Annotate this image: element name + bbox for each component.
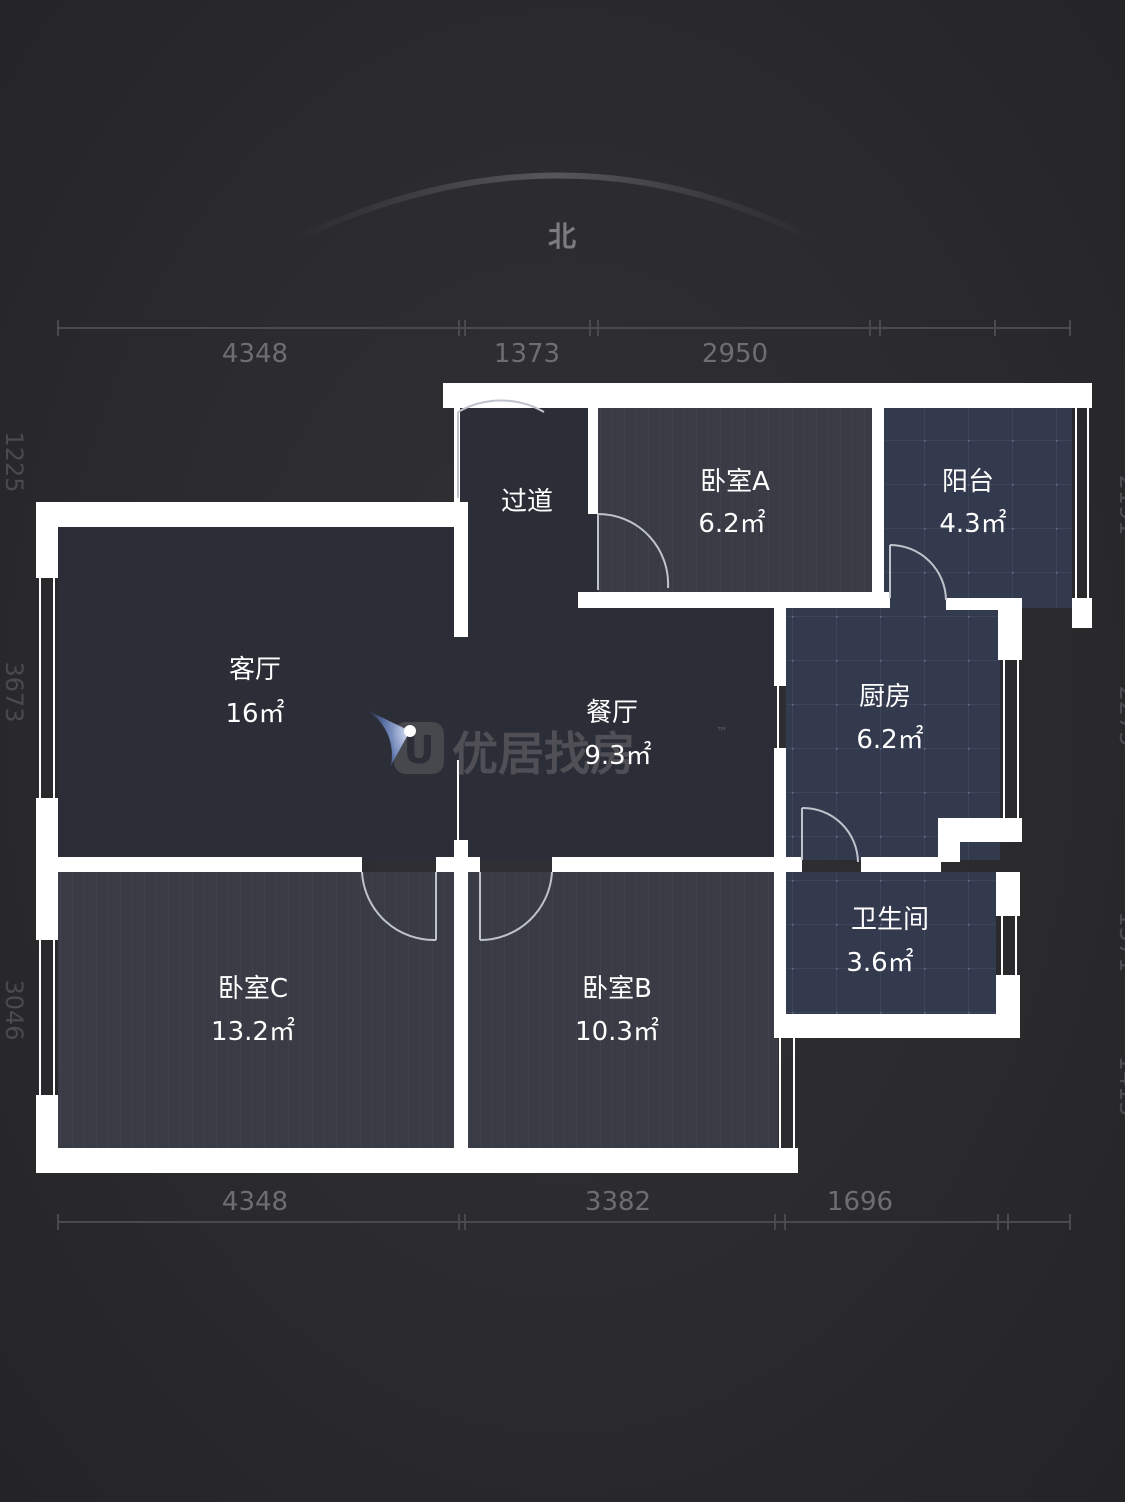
right-dimension-4: 1415 bbox=[1114, 1055, 1125, 1116]
room-name-living-room: 客厅 bbox=[229, 655, 281, 685]
bathroom-floor bbox=[786, 872, 996, 1014]
room-name-balcony: 阳台 bbox=[942, 467, 994, 497]
room-area-bedroom-c: 13.2㎡ bbox=[211, 1017, 295, 1047]
right-dimension-3: 1571 bbox=[1114, 911, 1125, 972]
windows bbox=[39, 408, 1089, 1148]
bottom-dimension-1: 4348 bbox=[222, 1187, 288, 1217]
left-dimension-2: 3673 bbox=[0, 661, 28, 722]
top-dimension-2: 1373 bbox=[494, 339, 560, 369]
room-name-bedroom-a: 卧室A bbox=[700, 467, 770, 497]
room-name-corridor: 过道 bbox=[501, 487, 553, 517]
watermark: U 优居找房 ™ bbox=[394, 722, 728, 781]
room-area-dining-room: 9.3㎡ bbox=[584, 741, 651, 771]
top-dimension-1: 4348 bbox=[222, 339, 288, 369]
room-area-bedroom-b: 10.3㎡ bbox=[575, 1017, 659, 1047]
compass-arc bbox=[288, 172, 817, 245]
bottom-dimension-2: 3382 bbox=[585, 1187, 651, 1217]
camera-viewpoint-icon bbox=[364, 708, 416, 766]
balcony-floor bbox=[882, 408, 1072, 608]
room-area-balcony: 4.3㎡ bbox=[939, 509, 1006, 539]
room-area-bathroom: 3.6㎡ bbox=[846, 948, 913, 978]
room-name-bedroom-c: 卧室C bbox=[218, 974, 288, 1004]
right-dimension-1: 2191 bbox=[1114, 474, 1125, 535]
top-dimension-line bbox=[57, 320, 1071, 336]
room-area-kitchen: 6.2㎡ bbox=[856, 725, 923, 755]
room-labels: 过道 卧室A 6.2㎡ 阳台 4.3㎡ 客厅 16㎡ 餐厅 9.3㎡ 厨房 6.… bbox=[211, 467, 1007, 1047]
bedroom-b-floor bbox=[468, 872, 778, 1148]
left-dimension-1: 1225 bbox=[0, 431, 28, 492]
bedroom-a-floor bbox=[598, 408, 873, 600]
room-area-bedroom-a: 6.2㎡ bbox=[698, 509, 765, 539]
doors bbox=[361, 399, 947, 942]
watermark-tm: ™ bbox=[716, 725, 728, 739]
north-label: 北 bbox=[548, 220, 576, 253]
top-dimension-3: 2950 bbox=[702, 339, 768, 369]
bottom-dimension-line bbox=[57, 1214, 1071, 1230]
room-name-kitchen: 厨房 bbox=[859, 682, 911, 712]
left-dimension-3: 3046 bbox=[0, 979, 28, 1040]
bottom-dimension-3: 1696 bbox=[827, 1187, 893, 1217]
room-name-bedroom-b: 卧室B bbox=[582, 974, 652, 1004]
room-name-bathroom: 卫生间 bbox=[851, 905, 929, 935]
bedroom-c-floor bbox=[58, 872, 454, 1148]
right-dimension-2: 2275 bbox=[1114, 685, 1125, 746]
watermark-text: 优居找房 bbox=[452, 727, 636, 781]
room-name-dining-room: 餐厅 bbox=[586, 698, 638, 728]
room-area-living-room: 16㎡ bbox=[225, 699, 284, 729]
walls bbox=[36, 383, 1092, 1173]
